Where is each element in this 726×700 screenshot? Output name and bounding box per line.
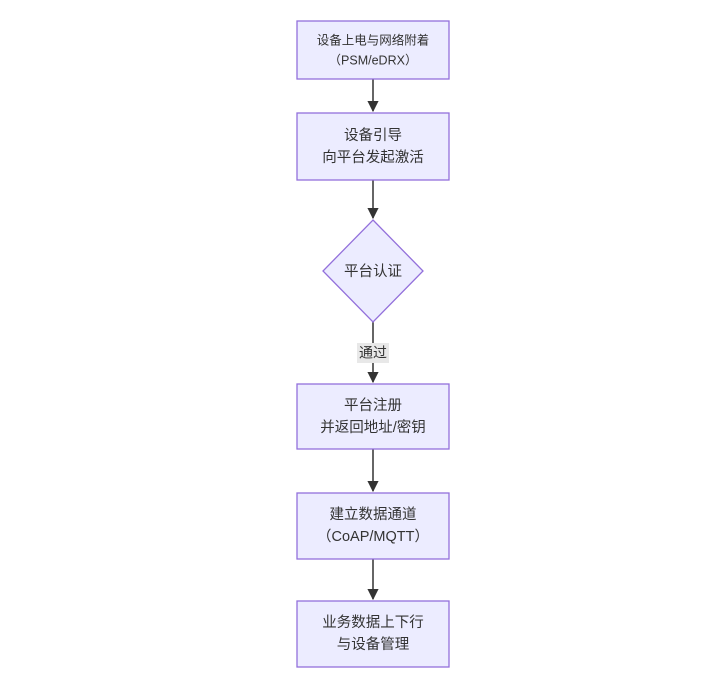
node-data-channel-box bbox=[296, 492, 450, 560]
node-power-attach: 设备上电与网络附着 （PSM/eDRX） bbox=[296, 20, 450, 80]
node-business-data-box bbox=[296, 600, 450, 668]
node-business-data-line2: 与设备管理 bbox=[337, 636, 410, 653]
node-platform-register: 平台注册 并返回地址/密钥 bbox=[296, 383, 450, 450]
node-platform-auth-label: 平台认证 bbox=[344, 263, 402, 280]
node-bootstrap-line1: 设备引导 bbox=[344, 127, 402, 144]
node-platform-register-line1: 平台注册 bbox=[344, 397, 402, 414]
node-data-channel: 建立数据通道 （CoAP/MQTT） bbox=[296, 492, 450, 560]
node-platform-auth: 平台认证 bbox=[322, 219, 424, 323]
node-data-channel-line2: （CoAP/MQTT） bbox=[317, 528, 429, 545]
node-data-channel-line1: 建立数据通道 bbox=[330, 506, 417, 523]
node-power-attach-line2: （PSM/eDRX） bbox=[329, 53, 418, 67]
node-platform-register-line2: 并返回地址/密钥 bbox=[320, 419, 426, 436]
node-power-attach-line1: 设备上电与网络附着 bbox=[317, 32, 430, 47]
node-platform-register-box bbox=[296, 383, 450, 450]
node-power-attach-box bbox=[296, 20, 450, 80]
edge-label-bg bbox=[357, 343, 389, 363]
node-bootstrap-line2: 向平台发起激活 bbox=[322, 149, 424, 166]
node-business-data: 业务数据上下行 与设备管理 bbox=[296, 600, 450, 668]
node-bootstrap-box bbox=[296, 112, 450, 181]
node-platform-auth-diamond bbox=[322, 219, 424, 323]
node-business-data-line1: 业务数据上下行 bbox=[322, 614, 424, 631]
node-bootstrap: 设备引导 向平台发起激活 bbox=[296, 112, 450, 181]
edge-auth-to-register: 通过 bbox=[357, 322, 389, 384]
edge-label-pass: 通过 bbox=[359, 345, 387, 361]
